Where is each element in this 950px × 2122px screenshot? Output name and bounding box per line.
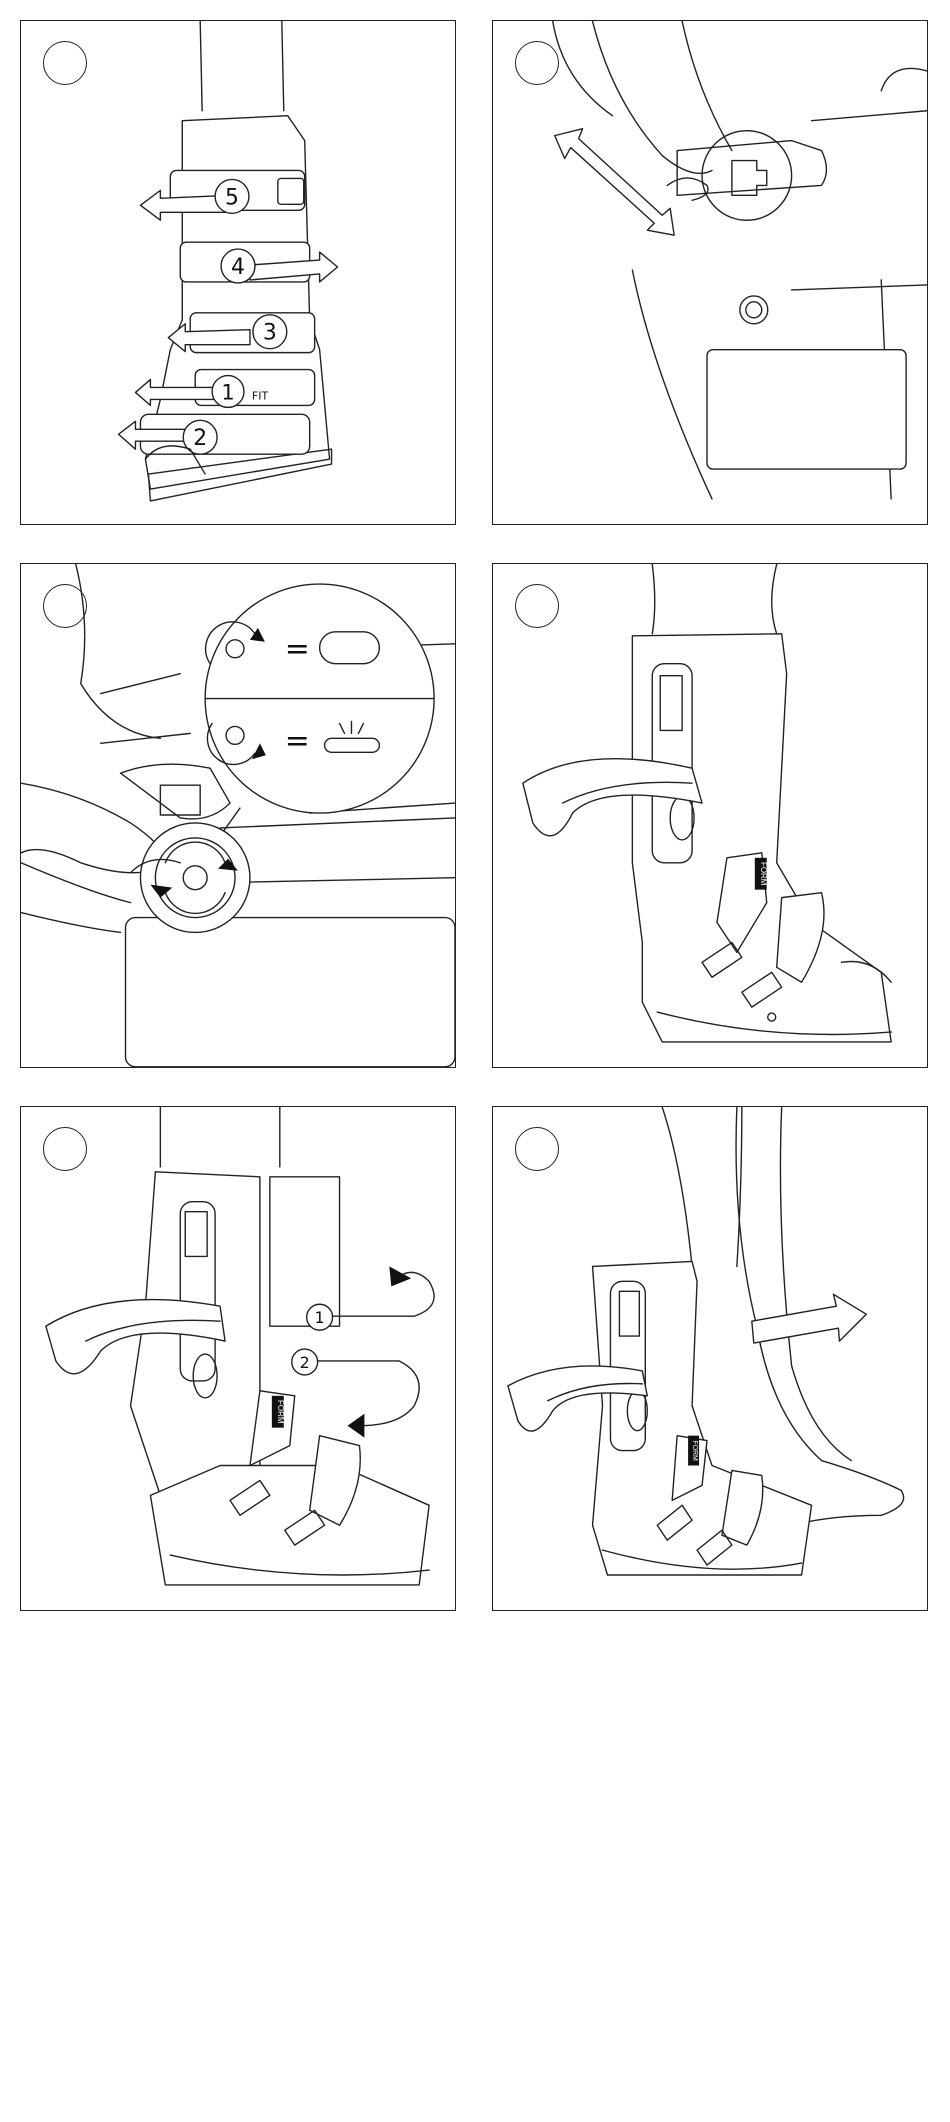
open-boot-illustration: FORM: [493, 564, 927, 1067]
walking-illustration: FORM: [493, 1107, 927, 1610]
boot-front-shell: [270, 1177, 340, 1326]
leg-strap: [126, 918, 455, 1067]
leg-strap: [707, 350, 906, 469]
boot-shell: [632, 634, 891, 1042]
svg-text:FORM: FORM: [276, 1400, 285, 1423]
callout-2: 2: [300, 1353, 310, 1372]
fit-brand-mark: FIT: [252, 389, 269, 402]
panel-6-walking: FORM: [492, 1106, 928, 1611]
callout-1: 1: [315, 1308, 325, 1327]
equals-sign-inflate: =: [285, 632, 310, 667]
boot-foot: [150, 1466, 429, 1585]
panel-4-boot-open: FORM: [492, 563, 928, 1068]
panel-1-strap-release: 5 4 3 1 2 FIT: [20, 20, 456, 525]
callout-3: 3: [263, 321, 277, 346]
callout-5: 5: [225, 185, 239, 210]
panel-2-valve-button: [492, 20, 928, 525]
fasten-strap-illustration: FORM 1 2: [21, 1107, 455, 1610]
double-arrow: [555, 129, 674, 236]
forward-arrow: [752, 1294, 866, 1343]
panel-3-inflation-dial: = =: [20, 563, 456, 1068]
valve-press-illustration: [493, 21, 927, 524]
panel-5-strap-fasten: FORM 1 2: [20, 1106, 456, 1611]
equals-sign-deflate: =: [285, 723, 310, 758]
svg-text:FORM: FORM: [691, 1440, 698, 1461]
svg-text:FORM: FORM: [759, 862, 768, 885]
inflation-dial-illustration: = =: [21, 564, 455, 1067]
callout-2: 2: [193, 426, 207, 451]
boot-strap-illustration: 5 4 3 1 2 FIT: [21, 21, 455, 524]
boot-shell: [593, 1261, 812, 1575]
inflation-dial: [140, 823, 249, 932]
callout-4: 4: [231, 255, 245, 280]
callout-1: 1: [221, 380, 234, 404]
